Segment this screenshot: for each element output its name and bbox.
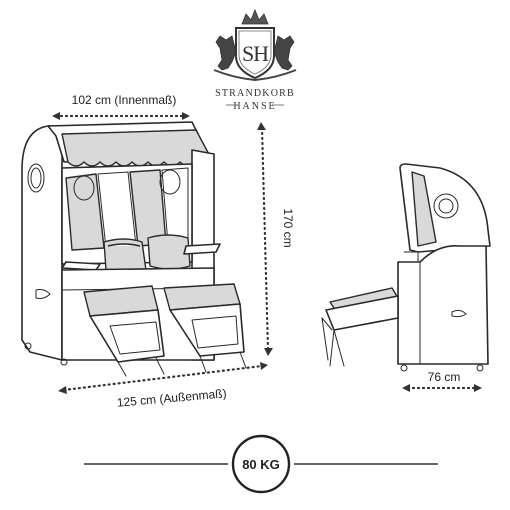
- logo-brand-line1: STRANDKORB: [215, 88, 295, 99]
- inner-width-label: 102 cm (Innenmaß): [72, 93, 177, 107]
- shield-icon: [235, 27, 275, 80]
- logo-brand-line2: HANSE: [233, 101, 276, 112]
- weight-label: 80 KG: [242, 457, 280, 472]
- beach-chair-side-view: [321, 163, 491, 372]
- lion-right-icon: [273, 35, 295, 71]
- front-dimension-lines: [52, 112, 273, 394]
- height-label: 170 cm: [281, 208, 295, 247]
- weight-circle: [231, 434, 291, 494]
- weight-badge: 80 KG: [84, 434, 438, 494]
- lion-left-icon: [215, 35, 237, 71]
- crown-icon: [241, 8, 269, 25]
- outer-width-label: 125 cm (Außenmaß): [116, 386, 227, 410]
- beach-chair-front-view: [21, 121, 247, 377]
- depth-label: 76 cm: [428, 370, 461, 384]
- side-dimension-lines: [402, 384, 482, 392]
- logo-monogram: SH: [242, 41, 269, 66]
- brand-logo: SH STRANDKORB HANSE: [213, 8, 297, 112]
